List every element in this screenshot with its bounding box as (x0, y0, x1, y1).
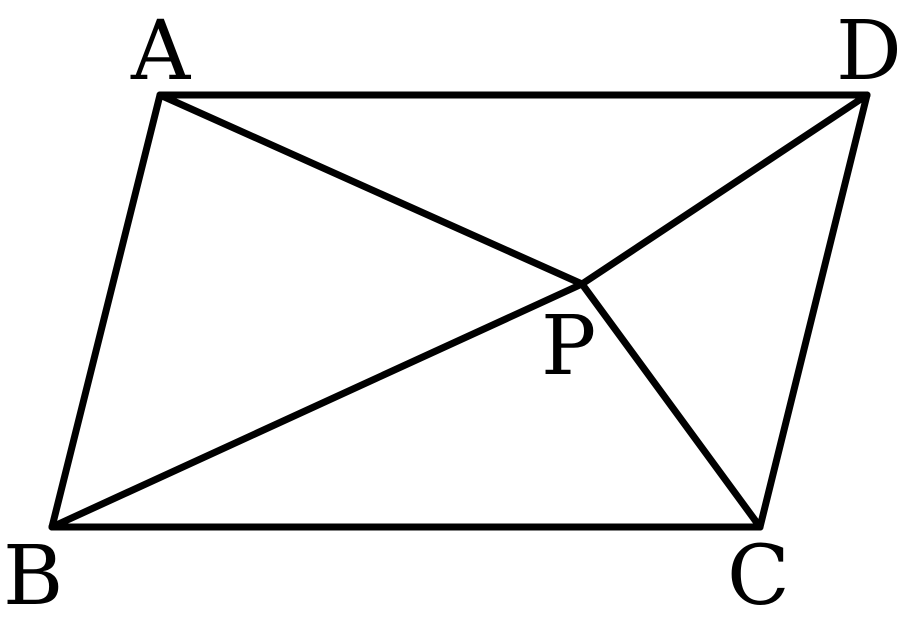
segment-bp (48, 280, 586, 531)
vertex-label-a: A (130, 4, 192, 99)
vertex-label-b: B (3, 529, 63, 624)
edge-cd (756, 91, 871, 531)
point-label-p: P (541, 299, 596, 394)
segment-ap (156, 91, 586, 288)
segment-dp (578, 91, 871, 288)
segment-cp (578, 280, 764, 531)
vertex-label-d: D (836, 4, 902, 99)
vertex-label-c: C (727, 529, 790, 624)
edge-ab (48, 91, 164, 531)
